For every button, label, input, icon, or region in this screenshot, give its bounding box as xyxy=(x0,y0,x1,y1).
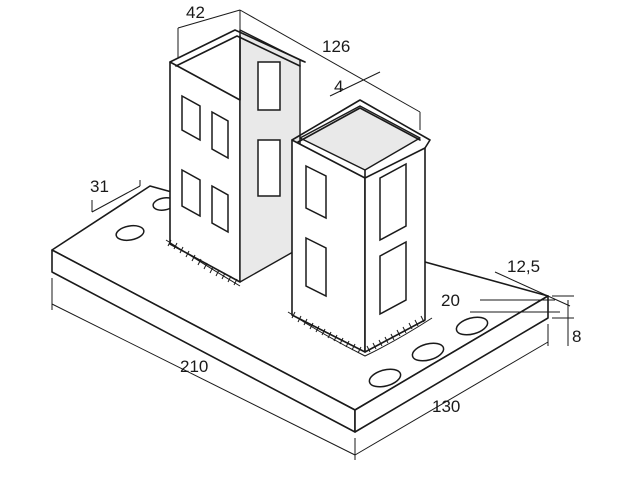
back-post-slot-5 xyxy=(257,61,281,111)
plate-side-face xyxy=(354,295,549,433)
hole-right-3 xyxy=(455,316,489,336)
back-post-weld xyxy=(165,239,241,287)
dim-plate-length: 210 xyxy=(180,357,208,376)
back-post-slot-1 xyxy=(181,94,201,142)
front-post-slot-2 xyxy=(305,236,327,298)
back-post-slot-6 xyxy=(257,139,281,197)
back-post-slot-2 xyxy=(181,168,201,218)
front-post-slot-4 xyxy=(379,240,407,316)
dim-edge-distance: 31 xyxy=(90,177,109,196)
front-channel-post xyxy=(291,99,431,353)
front-post-weld xyxy=(287,311,433,357)
front-post-left-face xyxy=(291,139,366,353)
back-post-slot-4 xyxy=(211,184,229,234)
front-post-slot-3 xyxy=(379,162,407,242)
hole-right-1 xyxy=(368,368,402,388)
dim-post-width: 42 xyxy=(186,3,205,22)
hole-left-1 xyxy=(115,224,145,242)
back-channel-post xyxy=(169,29,306,283)
dimension-lines xyxy=(51,9,574,460)
hole-right-2 xyxy=(411,342,445,362)
dim-plate-width: 130 xyxy=(432,397,460,416)
dim-post-spacing: 126 xyxy=(322,37,350,56)
front-post-inner-face xyxy=(299,105,421,171)
dim-wall-thickness: 4 xyxy=(334,77,343,96)
dim-hole-pitch: 20 xyxy=(441,291,460,310)
dim-hole-offset: 12,5 xyxy=(507,257,540,276)
back-post-slot-3 xyxy=(211,110,229,160)
front-post-slot-1 xyxy=(305,164,327,220)
dim-plate-thickness: 8 xyxy=(572,327,581,346)
